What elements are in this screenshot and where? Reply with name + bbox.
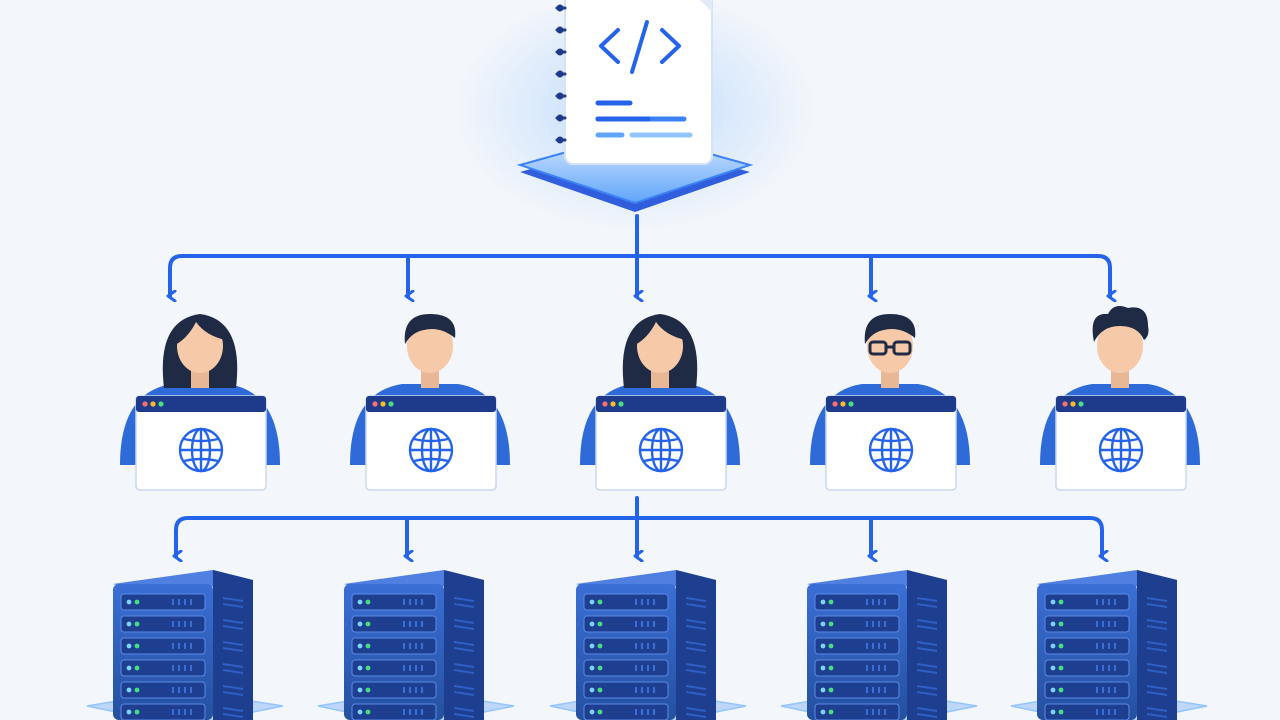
connector-users-to-servers xyxy=(176,496,1102,556)
browser-window xyxy=(595,395,727,491)
globe-icon xyxy=(1098,427,1144,473)
server-rack-icon xyxy=(807,570,947,720)
server-1 xyxy=(86,570,284,720)
server-rack-icon xyxy=(1037,570,1177,720)
user-3 xyxy=(580,314,740,491)
browser-window xyxy=(365,395,497,491)
woman-long-hair-icon xyxy=(622,314,698,388)
man-short-hair-icon xyxy=(404,314,456,388)
user-1 xyxy=(120,314,280,491)
man-curly-hair-icon xyxy=(1092,306,1149,388)
globe-icon xyxy=(638,427,684,473)
globe-icon xyxy=(868,427,914,473)
glasses-icon xyxy=(868,340,912,356)
server-4 xyxy=(780,570,978,720)
server-rack-icon xyxy=(576,570,716,720)
server-3 xyxy=(549,570,747,720)
browser-window xyxy=(825,395,957,491)
man-glasses-icon xyxy=(864,314,916,388)
connector-source-to-users xyxy=(170,214,1110,296)
globe-icon xyxy=(408,427,454,473)
server-rack-icon xyxy=(344,570,484,720)
browser-window xyxy=(135,395,267,491)
users-row xyxy=(120,306,1200,491)
server-2 xyxy=(317,570,515,720)
browser-window xyxy=(1055,395,1187,491)
code-document-icon xyxy=(599,20,681,74)
user-4 xyxy=(810,314,970,491)
server-5 xyxy=(1010,570,1208,720)
woman-long-hair-icon xyxy=(162,314,238,388)
source-document xyxy=(455,0,815,230)
user-2 xyxy=(350,314,510,491)
user-5 xyxy=(1040,306,1200,491)
globe-icon xyxy=(178,427,224,473)
servers-row xyxy=(86,570,1208,720)
document-text-lines xyxy=(595,100,693,138)
server-rack-icon xyxy=(113,570,253,720)
